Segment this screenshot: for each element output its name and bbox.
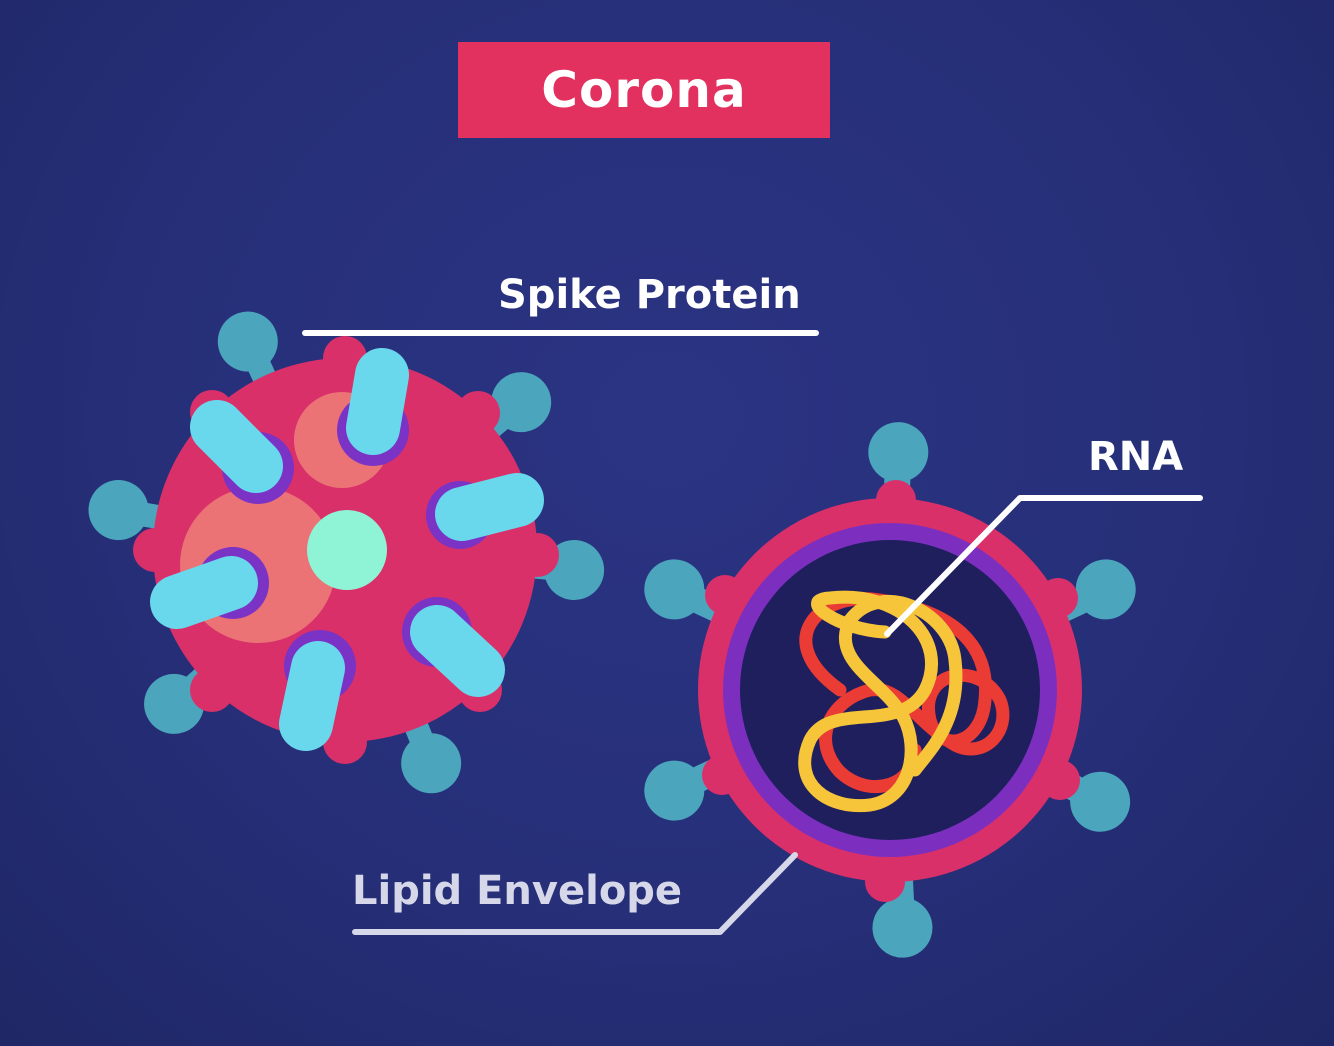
spike-protein-label: Spike Protein xyxy=(498,272,801,318)
lipid-envelope-label: Lipid Envelope xyxy=(352,868,683,914)
title-text: Corona xyxy=(541,61,747,119)
outer-spikes xyxy=(88,311,605,794)
lipid-envelope-leader-line xyxy=(352,852,798,935)
title-banner: Corona xyxy=(458,42,830,138)
center-spot xyxy=(307,510,387,590)
rna-leader-line xyxy=(884,495,1203,637)
front-spikes xyxy=(150,348,544,751)
virus-exterior xyxy=(88,311,605,794)
virus-cross-section xyxy=(644,422,1136,958)
rna-label: RNA xyxy=(1088,434,1184,480)
rna-strand-yellow xyxy=(798,590,963,813)
